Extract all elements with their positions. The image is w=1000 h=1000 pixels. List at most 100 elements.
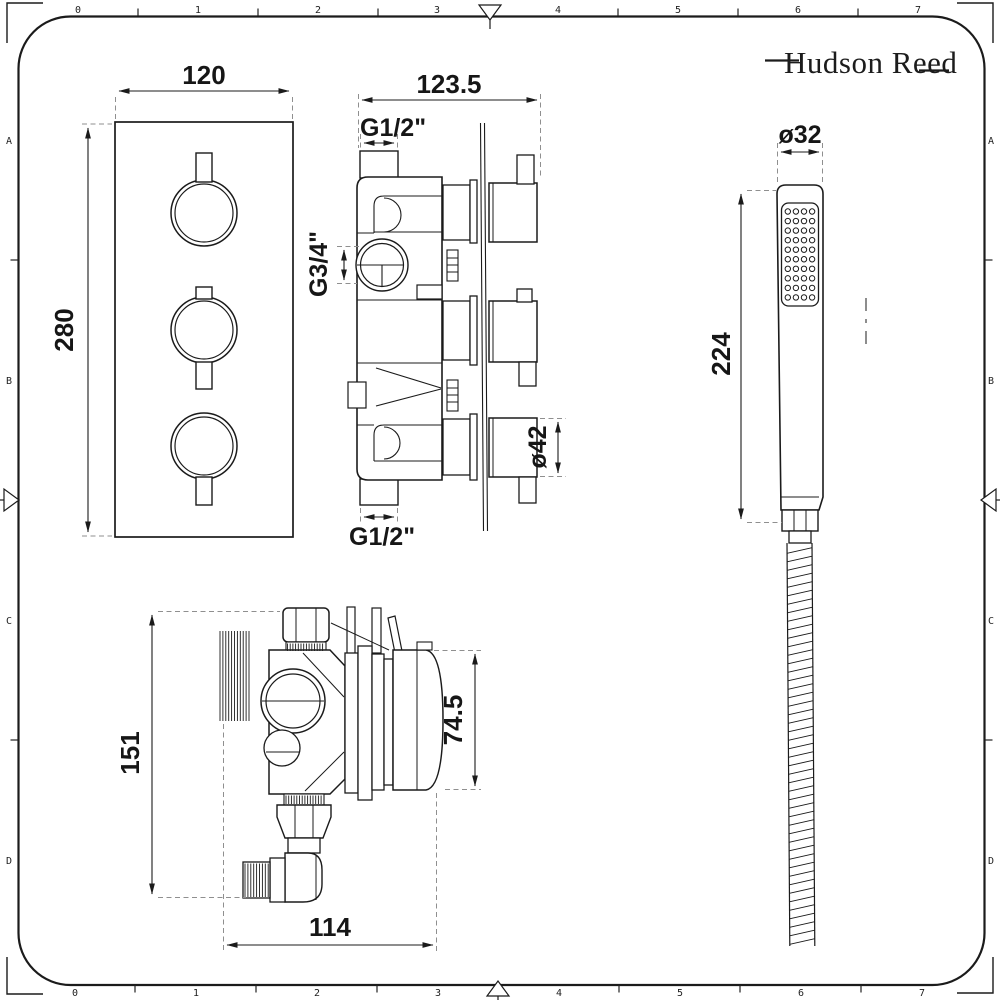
- hose-rib: [789, 895, 815, 903]
- dimension-plate-width: 120: [115, 60, 293, 119]
- body-width-label: 114: [309, 912, 351, 942]
- hose-rib: [787, 572, 813, 580]
- ruler-number-bottom: 0: [72, 988, 78, 999]
- spray-nozzle: [800, 256, 808, 263]
- front-view-valve-plate: 120 280: [49, 60, 294, 538]
- ruler-number-bottom: 2: [314, 988, 320, 999]
- hose-rib: [787, 632, 813, 639]
- body-detail-block: [416, 284, 443, 300]
- connector-facet-lines: [793, 510, 807, 531]
- dimension-handset-diameter: ø32: [777, 121, 823, 182]
- wall-plate-edge: [479, 122, 489, 532]
- handset-diameter-label: ø32: [778, 121, 821, 149]
- spray-nozzle: [792, 284, 800, 292]
- nut-facet-lines: [295, 608, 317, 642]
- hose-rib: [788, 734, 814, 741]
- corner-mark-top-left: [6, 2, 43, 43]
- side-port-crosslines: [357, 264, 404, 286]
- hose-rib: [789, 929, 815, 937]
- spray-nozzle: [784, 217, 791, 225]
- spray-nozzle: [808, 217, 816, 225]
- ruler-letter-right: A: [988, 136, 994, 147]
- hose-rib: [788, 725, 814, 733]
- valve-bottom-pipe: [359, 478, 399, 506]
- dimension-side-port: G3/4": [305, 231, 359, 297]
- valve-body-detail: 151 114 74.5: [115, 606, 481, 952]
- spray-nozzle: [800, 275, 808, 282]
- spray-nozzle: [808, 265, 816, 272]
- knob-lever-tab: [195, 286, 213, 300]
- side-handle-middle: [488, 288, 538, 387]
- fold-arrow-top: [477, 4, 503, 29]
- dimension-cartridge-height: 74.5: [434, 650, 481, 790]
- ruler-number-bottom: 3: [435, 988, 441, 999]
- spray-nozzle: [792, 265, 800, 272]
- spray-nozzle: [808, 236, 816, 244]
- spray-nozzle: [808, 294, 816, 301]
- spray-nozzle: [792, 236, 800, 244]
- spray-nozzle: [784, 236, 791, 244]
- handle-lever-stub: [518, 476, 537, 504]
- hose-rib: [789, 912, 815, 920]
- spray-nozzle: [800, 246, 808, 253]
- hose-rib: [787, 623, 813, 631]
- spray-nozzle: [808, 284, 816, 292]
- spray-nozzle: [808, 275, 816, 282]
- ruler-number-top: 1: [195, 5, 201, 16]
- dimension-body-height: 151: [115, 611, 280, 898]
- spray-nozzle: [792, 227, 800, 234]
- hose-rib: [787, 581, 813, 588]
- ruler-letter-left: B: [6, 376, 12, 387]
- ruler-letter-left: D: [6, 856, 12, 867]
- hose-rib: [787, 674, 814, 682]
- hose-rib: [787, 691, 814, 699]
- valve-knob-middle: [170, 286, 238, 390]
- ruler-number-bottom: 1: [193, 988, 199, 999]
- spray-nozzle: [792, 246, 800, 253]
- dimension-body-width: 114: [223, 724, 437, 952]
- corner-mark-bottom-left: [6, 957, 43, 995]
- spray-nozzle: [792, 208, 800, 215]
- side-view-valve: 123.5 G1/2": [305, 69, 566, 551]
- spray-nozzle: [800, 236, 808, 244]
- valve-knob-top: [170, 152, 238, 247]
- spray-nozzle: [800, 294, 808, 301]
- body-side-tab: [347, 381, 367, 409]
- plate-height-label: 280: [49, 308, 79, 351]
- spray-nozzle: [800, 284, 808, 292]
- ruler-number-bottom: 6: [798, 988, 804, 999]
- hose-rib: [789, 921, 815, 928]
- dimension-valve-depth: 123.5: [358, 69, 541, 176]
- elbow-flange: [269, 857, 286, 903]
- valve-top-pipe: [359, 150, 399, 179]
- ruler-number-top: 4: [555, 5, 561, 16]
- cartridge-stack: [344, 641, 444, 801]
- top-union-nut: [282, 607, 330, 643]
- spray-nozzle: [808, 256, 816, 263]
- handle-diameter-label: ø42: [524, 425, 552, 468]
- plate-width-label: 120: [182, 60, 225, 90]
- spray-nozzle: [800, 208, 808, 215]
- fold-arrow-right: [979, 487, 1000, 513]
- spray-nozzle: [808, 246, 816, 253]
- hose-rib: [788, 810, 814, 818]
- dimension-handle-diameter: ø42: [524, 418, 566, 477]
- handshower: ø32 224: [706, 121, 867, 947]
- valve-depth-label: 123.5: [416, 69, 481, 99]
- thread-hatching: [219, 631, 324, 897]
- outlet-elbow: [284, 852, 323, 903]
- hose-rib: [789, 853, 815, 860]
- hose-rib: [789, 904, 815, 911]
- ruler-letter-left: A: [6, 136, 12, 147]
- spray-nozzle: [784, 208, 791, 215]
- dimension-plate-height: 280: [49, 123, 112, 537]
- brand-logo-text: Hudson Reed: [784, 45, 957, 80]
- hose-rib: [787, 598, 813, 605]
- side-port-label: G3/4": [305, 231, 333, 297]
- body-port-boss: [263, 729, 301, 767]
- spray-nozzle: [784, 256, 791, 263]
- hose-rib: [788, 751, 814, 758]
- hose-rib: [787, 683, 814, 690]
